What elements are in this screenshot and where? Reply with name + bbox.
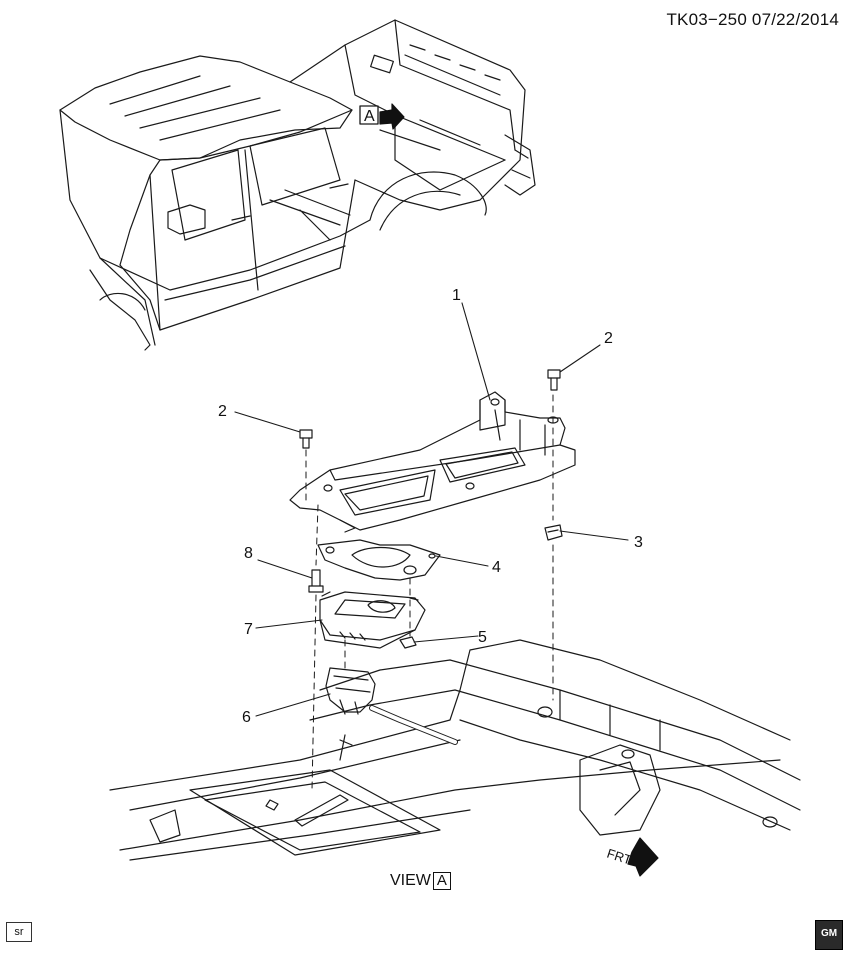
callout-1: 1 [452,287,461,304]
part-6-connector [325,667,376,715]
callout-5: 5 [478,629,487,646]
part-7-control-module [319,591,426,649]
callout-2-left: 2 [218,403,227,420]
part-5-nut [399,636,417,649]
truck-illustration [59,19,536,351]
leader-lines [234,302,629,717]
front-direction-arrow: FRT [605,837,659,877]
callout-3: 3 [634,534,643,551]
callout-8: 8 [244,545,253,562]
centerlines [305,394,554,791]
sr-badge: sr [6,922,32,942]
part-2-bolt-right [547,369,561,391]
gm-logo: GM [815,920,843,950]
drawing-id: TK03−250 07/22/2014 [666,10,839,29]
part-8-stud [308,569,324,593]
view-a-letter: A [364,108,375,125]
chassis-frame [109,639,801,861]
part-4-mounting-plate [317,539,441,581]
view-label: VIEW A [390,872,451,890]
frt-label: FRT [605,846,634,868]
callout-4: 4 [492,559,501,576]
part-2-bolt-left [299,429,313,449]
view-label-prefix: VIEW [390,872,431,889]
callout-2-right: 2 [604,330,613,347]
callout-7: 7 [244,621,253,638]
part-3-clip-nut [544,524,563,541]
callout-6: 6 [242,709,251,726]
view-label-letter: A [432,872,451,890]
view-a-marker: A [359,103,405,130]
part-1-mounting-bracket [289,391,576,533]
callouts: 1 2 2 3 4 5 6 7 8 [218,287,643,726]
